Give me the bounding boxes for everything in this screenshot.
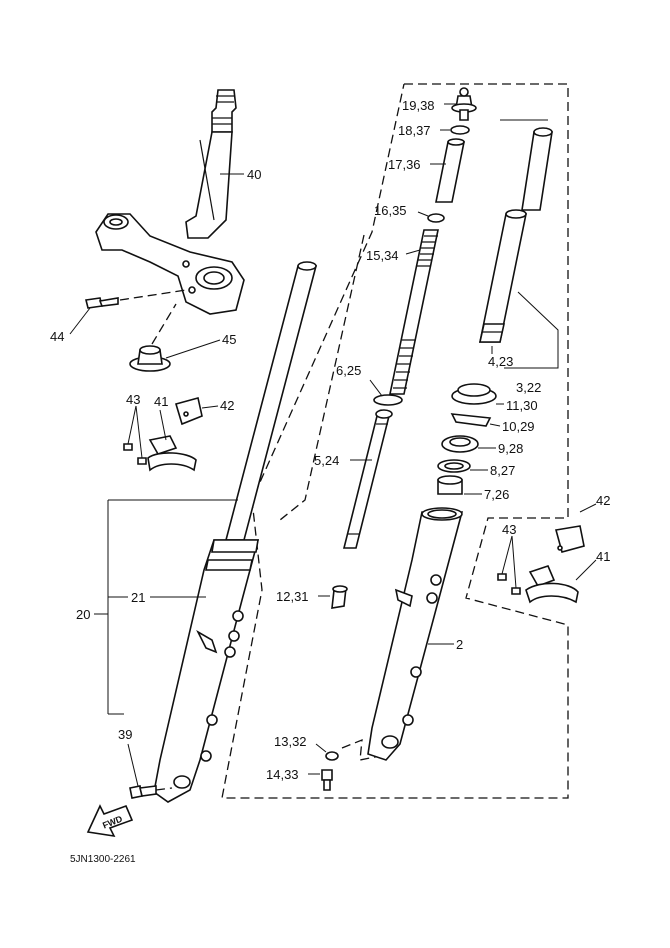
bolt-44-part	[85, 289, 187, 309]
gasket-part	[325, 751, 339, 761]
fork-guard-right-part	[497, 525, 585, 604]
oil-lock-piece-part	[331, 585, 348, 609]
callout-39: 39	[118, 727, 132, 742]
o-ring-part	[450, 125, 470, 135]
fork-spring-part	[389, 229, 439, 395]
outer-tube-assembled-part	[153, 539, 260, 803]
callout-15-34: 15,34	[366, 248, 399, 263]
callout-41-right: 41	[596, 549, 610, 564]
outer-tube-exploded-part	[367, 507, 464, 761]
washer-part	[427, 213, 445, 223]
collar-45-part	[129, 303, 177, 372]
callout-4-23: 4,23	[488, 354, 513, 369]
callout-9-28: 9,28	[498, 441, 523, 456]
bolt-39-part	[129, 785, 173, 799]
callout-44: 44	[50, 329, 64, 344]
callout-7-26: 7,26	[484, 487, 509, 502]
damper-rod-part	[342, 409, 393, 549]
fwd-arrow-icon: FWD	[86, 804, 134, 838]
callout-2: 2	[456, 637, 463, 652]
callout-10-29: 10,29	[502, 419, 535, 434]
callout-21: 21	[131, 590, 145, 605]
drain-bolt-part	[321, 769, 333, 791]
callout-14-33: 14,33	[266, 767, 299, 782]
under-bracket-part	[95, 213, 245, 315]
spacer-part	[435, 138, 465, 203]
callout-13-32: 13,32	[274, 734, 307, 749]
callout-19-38: 19,38	[402, 98, 435, 113]
callout-5-24: 5,24	[314, 453, 339, 468]
callout-42-right: 42	[596, 493, 610, 508]
callout-42-left: 42	[220, 398, 234, 413]
inner-tube-exploded-part	[479, 127, 553, 343]
fork-guard-left-part	[123, 397, 203, 472]
steering-stem-part	[185, 89, 237, 239]
washer-8-part	[437, 459, 471, 473]
callout-43-right: 43	[502, 522, 516, 537]
callout-8-27: 8,27	[490, 463, 515, 478]
inner-tube-assembled-part	[224, 261, 318, 541]
callout-41-left: 41	[154, 394, 168, 409]
callout-3-22: 3,22	[516, 380, 541, 395]
callout-43-left: 43	[126, 392, 140, 407]
fork-group-boundary	[279, 234, 365, 521]
document-code: 5JN1300-2261	[70, 854, 136, 865]
callout-16-35: 16,35	[374, 203, 407, 218]
callout-20: 20	[76, 607, 90, 622]
callout-12-31: 12,31	[276, 589, 309, 604]
cap-bolt-part	[451, 87, 477, 121]
callout-40: 40	[247, 167, 261, 182]
piston-ring-part	[373, 394, 403, 406]
oil-seal-part	[441, 435, 479, 453]
callout-6-25: 6,25	[336, 363, 361, 378]
callout-17-36: 17,36	[388, 157, 421, 172]
callout-45: 45	[222, 332, 236, 347]
slide-metal-part	[437, 475, 463, 495]
stopper-ring-part	[450, 413, 492, 427]
assembly-boundary	[221, 83, 569, 799]
callout-11-30: 11,30	[506, 398, 538, 413]
dust-seal-part	[451, 383, 497, 405]
callout-18-37: 18,37	[398, 123, 431, 138]
